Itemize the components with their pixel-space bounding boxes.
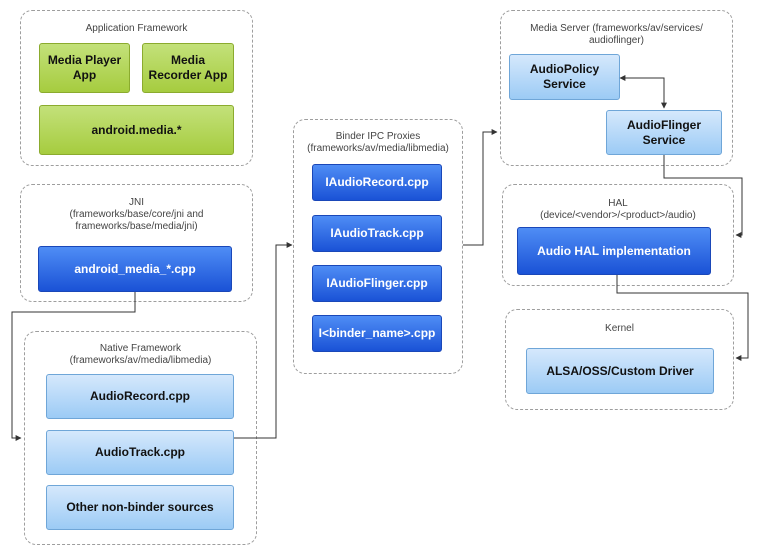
ibinder-name-cpp-box: I<binder_name>.cpp [312,315,442,352]
group-title-native-framework: Native Framework (frameworks/av/media/li… [69,343,212,366]
alsa-oss-custom-driver-box: ALSA/OSS/Custom Driver [526,348,714,394]
arrow-hal-to-kernel [616,275,749,361]
audio-policy-service-box: AudioPolicy Service [509,54,620,100]
arrow-binder-to-media-server [463,129,498,246]
arrow-native-to-binder [234,242,293,439]
group-title-hal: HAL (device/<vendor>/<product>/audio) [540,198,696,221]
group-title-binder-ipc-proxies: Binder IPC Proxies (frameworks/av/media/… [307,131,449,154]
iaudio-flinger-cpp-box: IAudioFlinger.cpp [312,265,442,302]
media-recorder-app-box: Media Recorder App [142,43,234,93]
android-media-cpp-box: android_media_*.cpp [38,246,232,292]
other-non-binder-sources-box: Other non-binder sources [46,485,234,530]
group-jni: JNI (frameworks/base/core/jni and framew… [20,184,253,302]
arrow-jni-to-native [11,292,136,441]
group-title-kernel: Kernel [605,323,634,334]
group-media-server: Media Server (frameworks/av/services/ au… [500,10,733,166]
group-binder-ipc-proxies: Binder IPC Proxies (frameworks/av/media/… [293,119,463,374]
group-application-framework: Application Framework [20,10,253,166]
group-kernel: Kernel [505,309,734,410]
group-title-application-framework: Application Framework [85,23,188,34]
group-title-jni: JNI (frameworks/base/core/jni and framew… [69,197,204,232]
media-player-app-box: Media Player App [39,43,130,93]
arrow-flinger-to-hal [663,155,743,238]
audio-record-cpp-box: AudioRecord.cpp [46,374,234,419]
group-title-media-server: Media Server (frameworks/av/services/ au… [530,23,703,46]
android-media-box: android.media.* [39,105,234,155]
audio-flinger-service-box: AudioFlinger Service [606,110,722,155]
group-hal: HAL (device/<vendor>/<product>/audio) [502,184,734,286]
audio-hal-implementation-box: Audio HAL implementation [517,227,711,275]
arrow-policy-flinger [619,75,667,109]
audio-track-cpp-box: AudioTrack.cpp [46,430,234,475]
iaudio-record-cpp-box: IAudioRecord.cpp [312,164,442,201]
iaudio-track-cpp-box: IAudioTrack.cpp [312,215,442,252]
